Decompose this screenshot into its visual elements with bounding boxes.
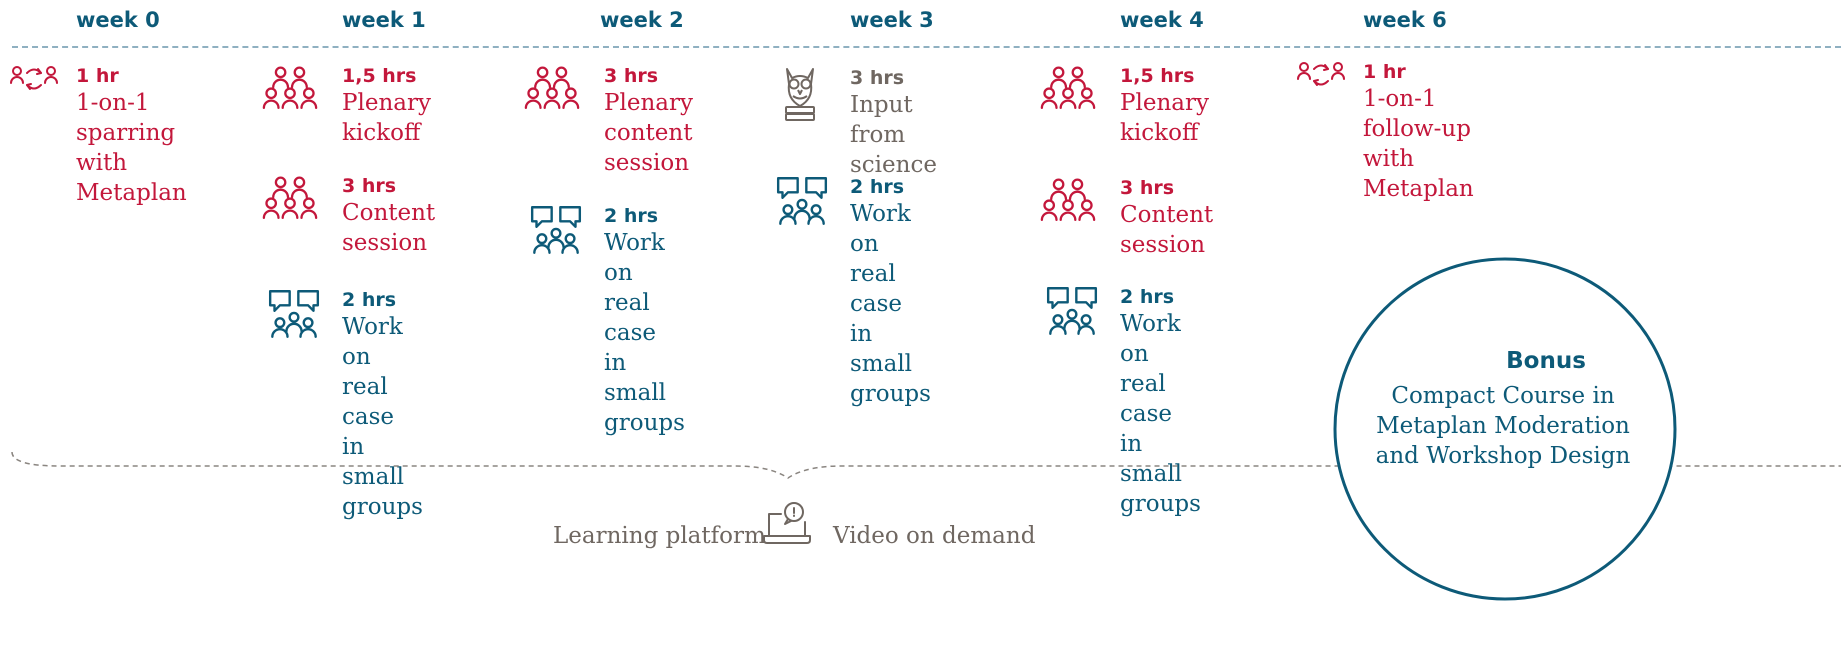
week-4-header: week 4: [1120, 8, 1204, 32]
session-duration: 3 hrs: [342, 175, 397, 197]
session-duration: 1,5 hrs: [342, 65, 417, 87]
week-0-header: week 0: [76, 8, 160, 32]
session-label: Work on real case in small groups: [1120, 311, 1201, 517]
bonus-title: Bonus: [1506, 348, 1586, 374]
session-label: 1-on-1 follow-up with Metaplan: [1363, 86, 1474, 202]
bonus-circle: [1333, 257, 1677, 601]
session-duration: 2 hrs: [604, 205, 659, 227]
session-label: Input from science: [850, 92, 937, 178]
session-label: Plenary kickoff: [342, 90, 431, 146]
laptop-video-icon: [763, 502, 811, 544]
video-on-demand-label: Video on demand: [833, 523, 1036, 549]
owl-science-icon: [785, 68, 815, 121]
session-label: Work on real case in small groups: [604, 230, 685, 436]
session-label: Work on real case in small groups: [342, 314, 423, 520]
session-label: Plenary content session: [604, 90, 693, 176]
week-2-header: week 2: [600, 8, 684, 32]
learning-platform-label: Learning platform: [553, 523, 766, 549]
week-1-header: week 1: [342, 8, 426, 32]
session-label: 1-on-1 sparring with Metaplan: [76, 90, 187, 206]
session-duration: 2 hrs: [342, 289, 397, 311]
session-duration: 2 hrs: [1120, 286, 1175, 308]
session-label: Work on real case in small groups: [850, 201, 931, 407]
session-label: Plenary kickoff: [1120, 90, 1209, 146]
session-duration: 3 hrs: [850, 67, 905, 89]
session-duration: 2 hrs: [850, 176, 905, 198]
session-label: Content session: [1120, 202, 1214, 258]
session-label: Content session: [342, 200, 436, 256]
session-duration: 1,5 hrs: [1120, 65, 1195, 87]
session-duration: 1 hr: [76, 65, 119, 87]
session-duration: 3 hrs: [1120, 177, 1175, 199]
week-6-header: week 6: [1363, 8, 1447, 32]
timeline-divider: [12, 46, 1841, 48]
session-duration: 3 hrs: [604, 65, 659, 87]
week-3-header: week 3: [850, 8, 934, 32]
bonus-description: Compact Course in Metaplan Moderation an…: [1375, 383, 1631, 469]
session-duration: 1 hr: [1363, 61, 1406, 83]
